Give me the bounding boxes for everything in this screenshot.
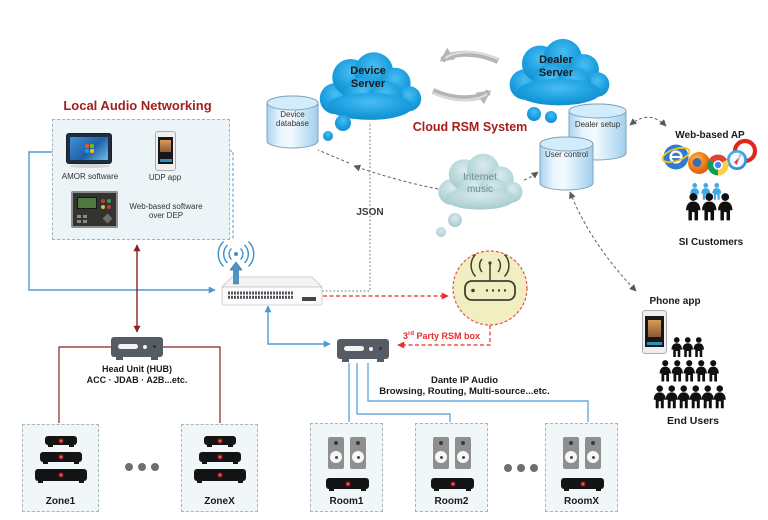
- wire-udp-to-wifi: [177, 150, 234, 240]
- wire-rsmbox-to-headunit2: [397, 325, 491, 349]
- router-icon: [464, 253, 516, 301]
- si-customers-label: SI Customers: [678, 237, 744, 248]
- device-database-cylinder: [266, 95, 319, 149]
- room1-label: Room1: [329, 495, 364, 507]
- browser-icons: [661, 138, 758, 176]
- dante-label: Dante IP Audio Browsing, Routing, Multi-…: [379, 375, 550, 397]
- speaker-icon: [350, 437, 366, 469]
- amplifier-icon: [326, 478, 369, 491]
- switch-to-wifi-arrow: [229, 261, 243, 285]
- thought-bubble: [527, 107, 541, 121]
- amor-software-label: AMOR software: [61, 172, 119, 181]
- network-switch: [221, 276, 323, 306]
- thought-bubble: [448, 213, 462, 227]
- zonex-box: ZoneX: [181, 424, 258, 512]
- rooms-ellipsis-dots: [504, 464, 538, 472]
- user-control-cylinder: [539, 136, 594, 191]
- panel-lcd: [77, 197, 97, 209]
- device-database-label: Device database: [276, 110, 309, 129]
- wires-headunit2-to-rooms: [348, 363, 589, 422]
- amplifier-icon: [194, 469, 246, 483]
- zonex-label: ZoneX: [204, 495, 235, 507]
- speaker-icon: [455, 437, 471, 469]
- chrome-icon: [707, 154, 729, 176]
- web-based-ap-label: Web-based AP: [675, 130, 745, 141]
- si-customers-people: [686, 183, 733, 221]
- end-users-label: End Users: [667, 415, 719, 427]
- speaker-icon: [563, 437, 579, 469]
- dante-head-unit-icon: [337, 339, 389, 362]
- dealer-setup-label: Dealer setup: [574, 120, 621, 129]
- phone-app-label: Phone app: [649, 296, 701, 307]
- wire-json-link: [322, 122, 371, 292]
- amor-laptop-icon: [66, 133, 112, 168]
- dealer-server-cloud: [509, 38, 610, 123]
- third-party-rsm-label: 3rd Party RSM box: [402, 331, 481, 341]
- amplifier-icon: [45, 436, 77, 447]
- wires-headunit1-to-zones: [58, 346, 221, 423]
- wire-switch-to-headunit2: [264, 305, 331, 348]
- amplifier-icon: [40, 452, 82, 464]
- head-unit-label-line1: Head Unit (HUB): [102, 364, 172, 374]
- sync-arrows: [431, 47, 500, 105]
- zone1-label: Zone1: [45, 495, 76, 507]
- roomx-box: RoomX: [545, 423, 618, 512]
- laptop-screen: [70, 137, 108, 160]
- zone1-box: Zone1: [22, 424, 99, 512]
- web-based-software-label: Web-based software over DEP: [129, 202, 203, 221]
- amplifier-icon: [561, 478, 604, 491]
- thought-bubble: [545, 111, 557, 123]
- roomx-label: RoomX: [564, 495, 599, 507]
- amplifier-icon: [35, 469, 87, 483]
- phone-app-icon: [642, 310, 667, 354]
- amplifier-icon: [204, 436, 236, 447]
- safari-icon: [727, 150, 747, 170]
- device-server-label: Device Server: [350, 65, 386, 90]
- room1-box: Room1: [310, 423, 383, 512]
- zones-ellipsis-dots: [125, 463, 159, 471]
- control-panel-icon: [71, 191, 118, 228]
- speaker-icon: [433, 437, 449, 469]
- cloud-rsm-system-title: Cloud RSM System: [412, 120, 528, 134]
- rsm-box-circle: [452, 250, 528, 326]
- dashed-curves: [317, 116, 667, 292]
- ie-icon: [661, 144, 691, 170]
- speaker-icon: [328, 437, 344, 469]
- internet-music-cloud: [436, 153, 523, 237]
- device-server-cloud: [319, 52, 422, 141]
- firefox-globe: [692, 158, 702, 167]
- internet-music-label: Internet music: [463, 172, 497, 195]
- thought-bubble: [323, 131, 333, 141]
- room2-box: Room2: [415, 423, 488, 512]
- thought-bubble: [335, 115, 351, 131]
- head-unit-hub-icon: [111, 337, 163, 360]
- room2-label: Room2: [434, 495, 469, 507]
- user-control-label: User control: [544, 150, 589, 159]
- speaker-icon: [585, 437, 601, 469]
- json-label: JSON: [356, 207, 384, 218]
- local-audio-networking-title: Local Audio Networking: [63, 98, 212, 113]
- wire-amor-to-switch: [28, 151, 216, 294]
- dealer-server-label: Dealer Server: [538, 54, 574, 79]
- udp-app-label: UDP app: [148, 173, 182, 182]
- udp-app-phone-icon: [155, 131, 176, 171]
- amplifier-icon: [431, 478, 474, 491]
- wifi-ap-icon: [217, 241, 255, 267]
- head-unit-label-line2: ACC · JDAB · A2B...etc.: [86, 375, 188, 385]
- thought-bubble: [436, 227, 446, 237]
- amplifier-icon: [199, 452, 241, 464]
